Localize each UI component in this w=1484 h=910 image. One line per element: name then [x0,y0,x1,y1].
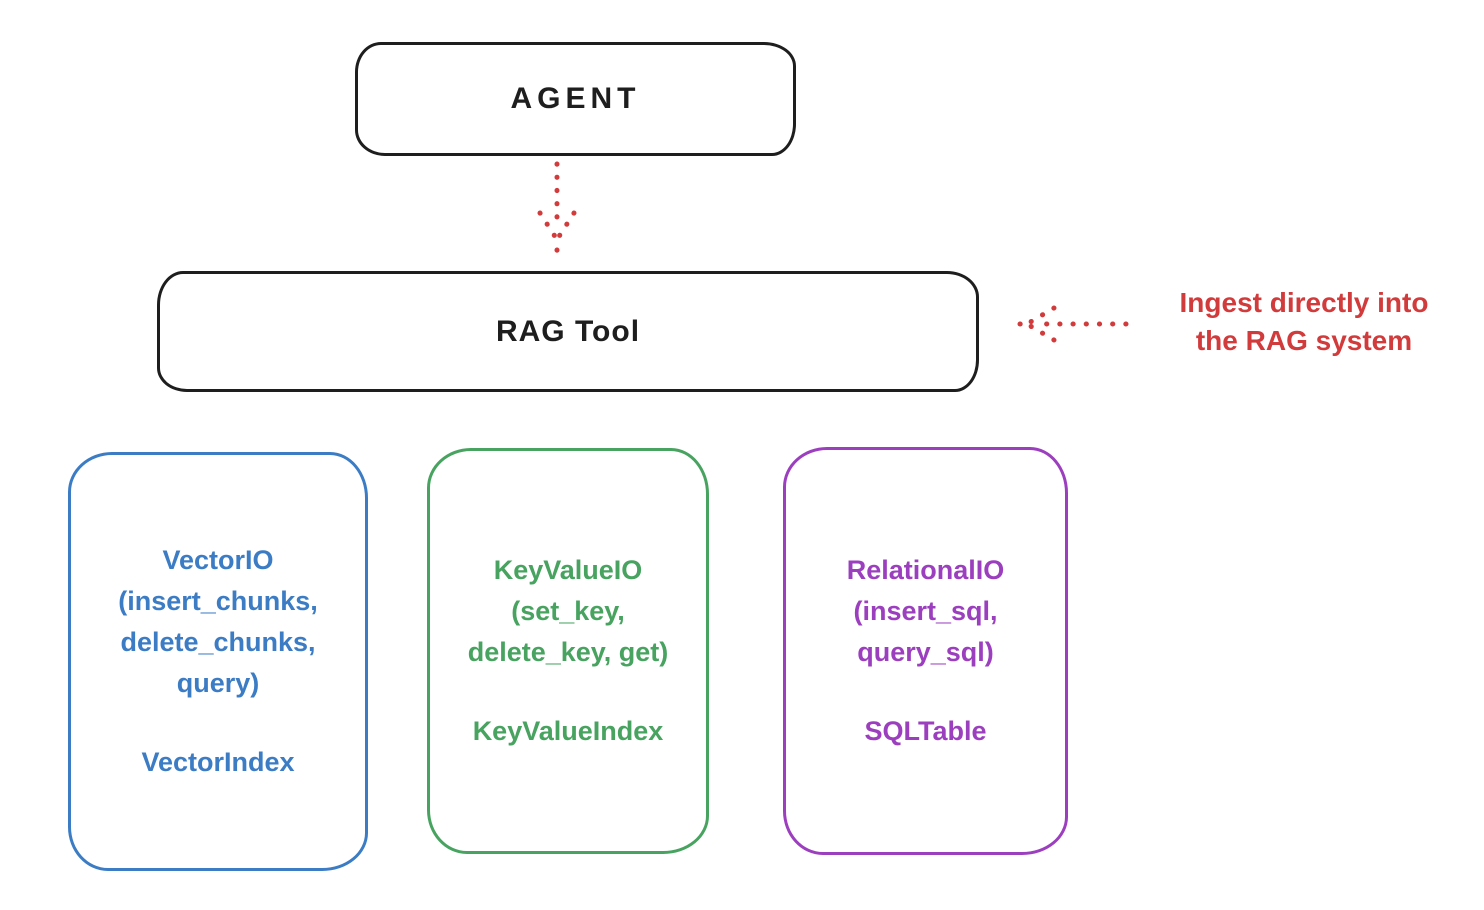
keyvalue-io-box: KeyValueIO (set_key, delete_key, get) Ke… [427,448,709,854]
vector-io-methods-line: query) [176,668,260,698]
ingest-arrow [1017,305,1129,343]
keyvalue-index-label: KeyValueIndex [472,716,664,746]
keyvalue-io-methods-line: delete_key, get) [467,637,669,667]
rag-tool-box: RAG Tool [157,271,979,392]
keyvalue-io-title: KeyValueIO [493,555,643,585]
agent-label: AGENT [510,82,641,115]
vector-index-label: VectorIndex [141,747,295,777]
relational-io-methods-line: query_sql) [857,637,994,667]
rag-tool-label: RAG Tool [495,314,641,348]
relational-io-box: RelationalIO (insert_sql, query_sql) SQL… [783,447,1068,855]
ingest-annotation: Ingest directly into the RAG system [1132,284,1476,360]
relational-io-methods-line: (insert_sql, [853,596,998,626]
arrowhead-left-stroke [537,210,559,241]
arrowhead-top-stroke [1024,305,1057,327]
vector-io-methods-line: (insert_chunks, [118,586,318,616]
keyvalue-io-methods-line: (set_key, [511,596,625,626]
annotation-line-1: Ingest directly into [1179,287,1429,318]
arrowhead-bottom-stroke [1024,321,1057,343]
vector-io-methods-line: delete_chunks, [120,627,316,657]
vector-io-title: VectorIO [162,545,274,575]
sql-table-label: SQLTable [864,716,987,746]
arrowhead-right-stroke [555,210,577,241]
relational-io-title: RelationalIO [846,555,1005,585]
vector-io-box: VectorIO (insert_chunks, delete_chunks, … [68,452,368,871]
agent-to-rag-arrow [537,161,577,253]
agent-box: AGENT [355,42,796,156]
annotation-line-2: the RAG system [1195,325,1413,356]
